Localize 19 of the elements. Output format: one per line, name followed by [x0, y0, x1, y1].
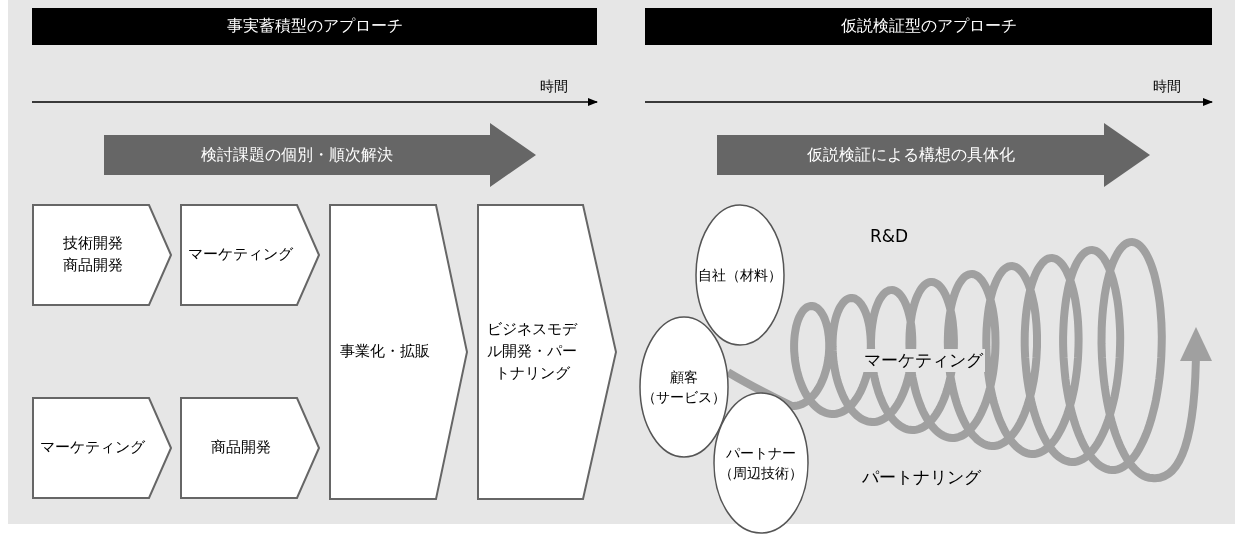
node-label: 顧客（サービス） — [641, 367, 727, 407]
spiral-label: R&D — [870, 226, 909, 246]
node-label: マーケティング — [188, 244, 293, 266]
spiral-label: マーケティング — [862, 349, 985, 372]
node-label: マーケティング — [40, 437, 145, 459]
time-label: 時間 — [1153, 78, 1181, 96]
header-bar: 事実蓄積型のアプローチ — [32, 8, 597, 45]
node-label: 技術開発 — [62, 233, 123, 255]
node-label: ビジネスモデル開発・パートナリング — [486, 319, 579, 384]
node-label: 商品開発 — [62, 255, 123, 276]
header-bar: 仮説検証型のアプローチ — [645, 8, 1212, 45]
banner-label: 検討課題の個別・順次解決 — [201, 144, 393, 167]
node-label: 商品開発 — [210, 437, 271, 459]
node-label: 自社（材料） — [698, 265, 782, 285]
time-label: 時間 — [540, 78, 568, 96]
spiral-label: パートナリング — [862, 466, 981, 489]
banner-label: 仮説検証による構想の具体化 — [806, 144, 1015, 167]
node-label: 事業化・拡販 — [339, 341, 430, 363]
node-label: パートナー（周辺技術） — [718, 443, 804, 483]
